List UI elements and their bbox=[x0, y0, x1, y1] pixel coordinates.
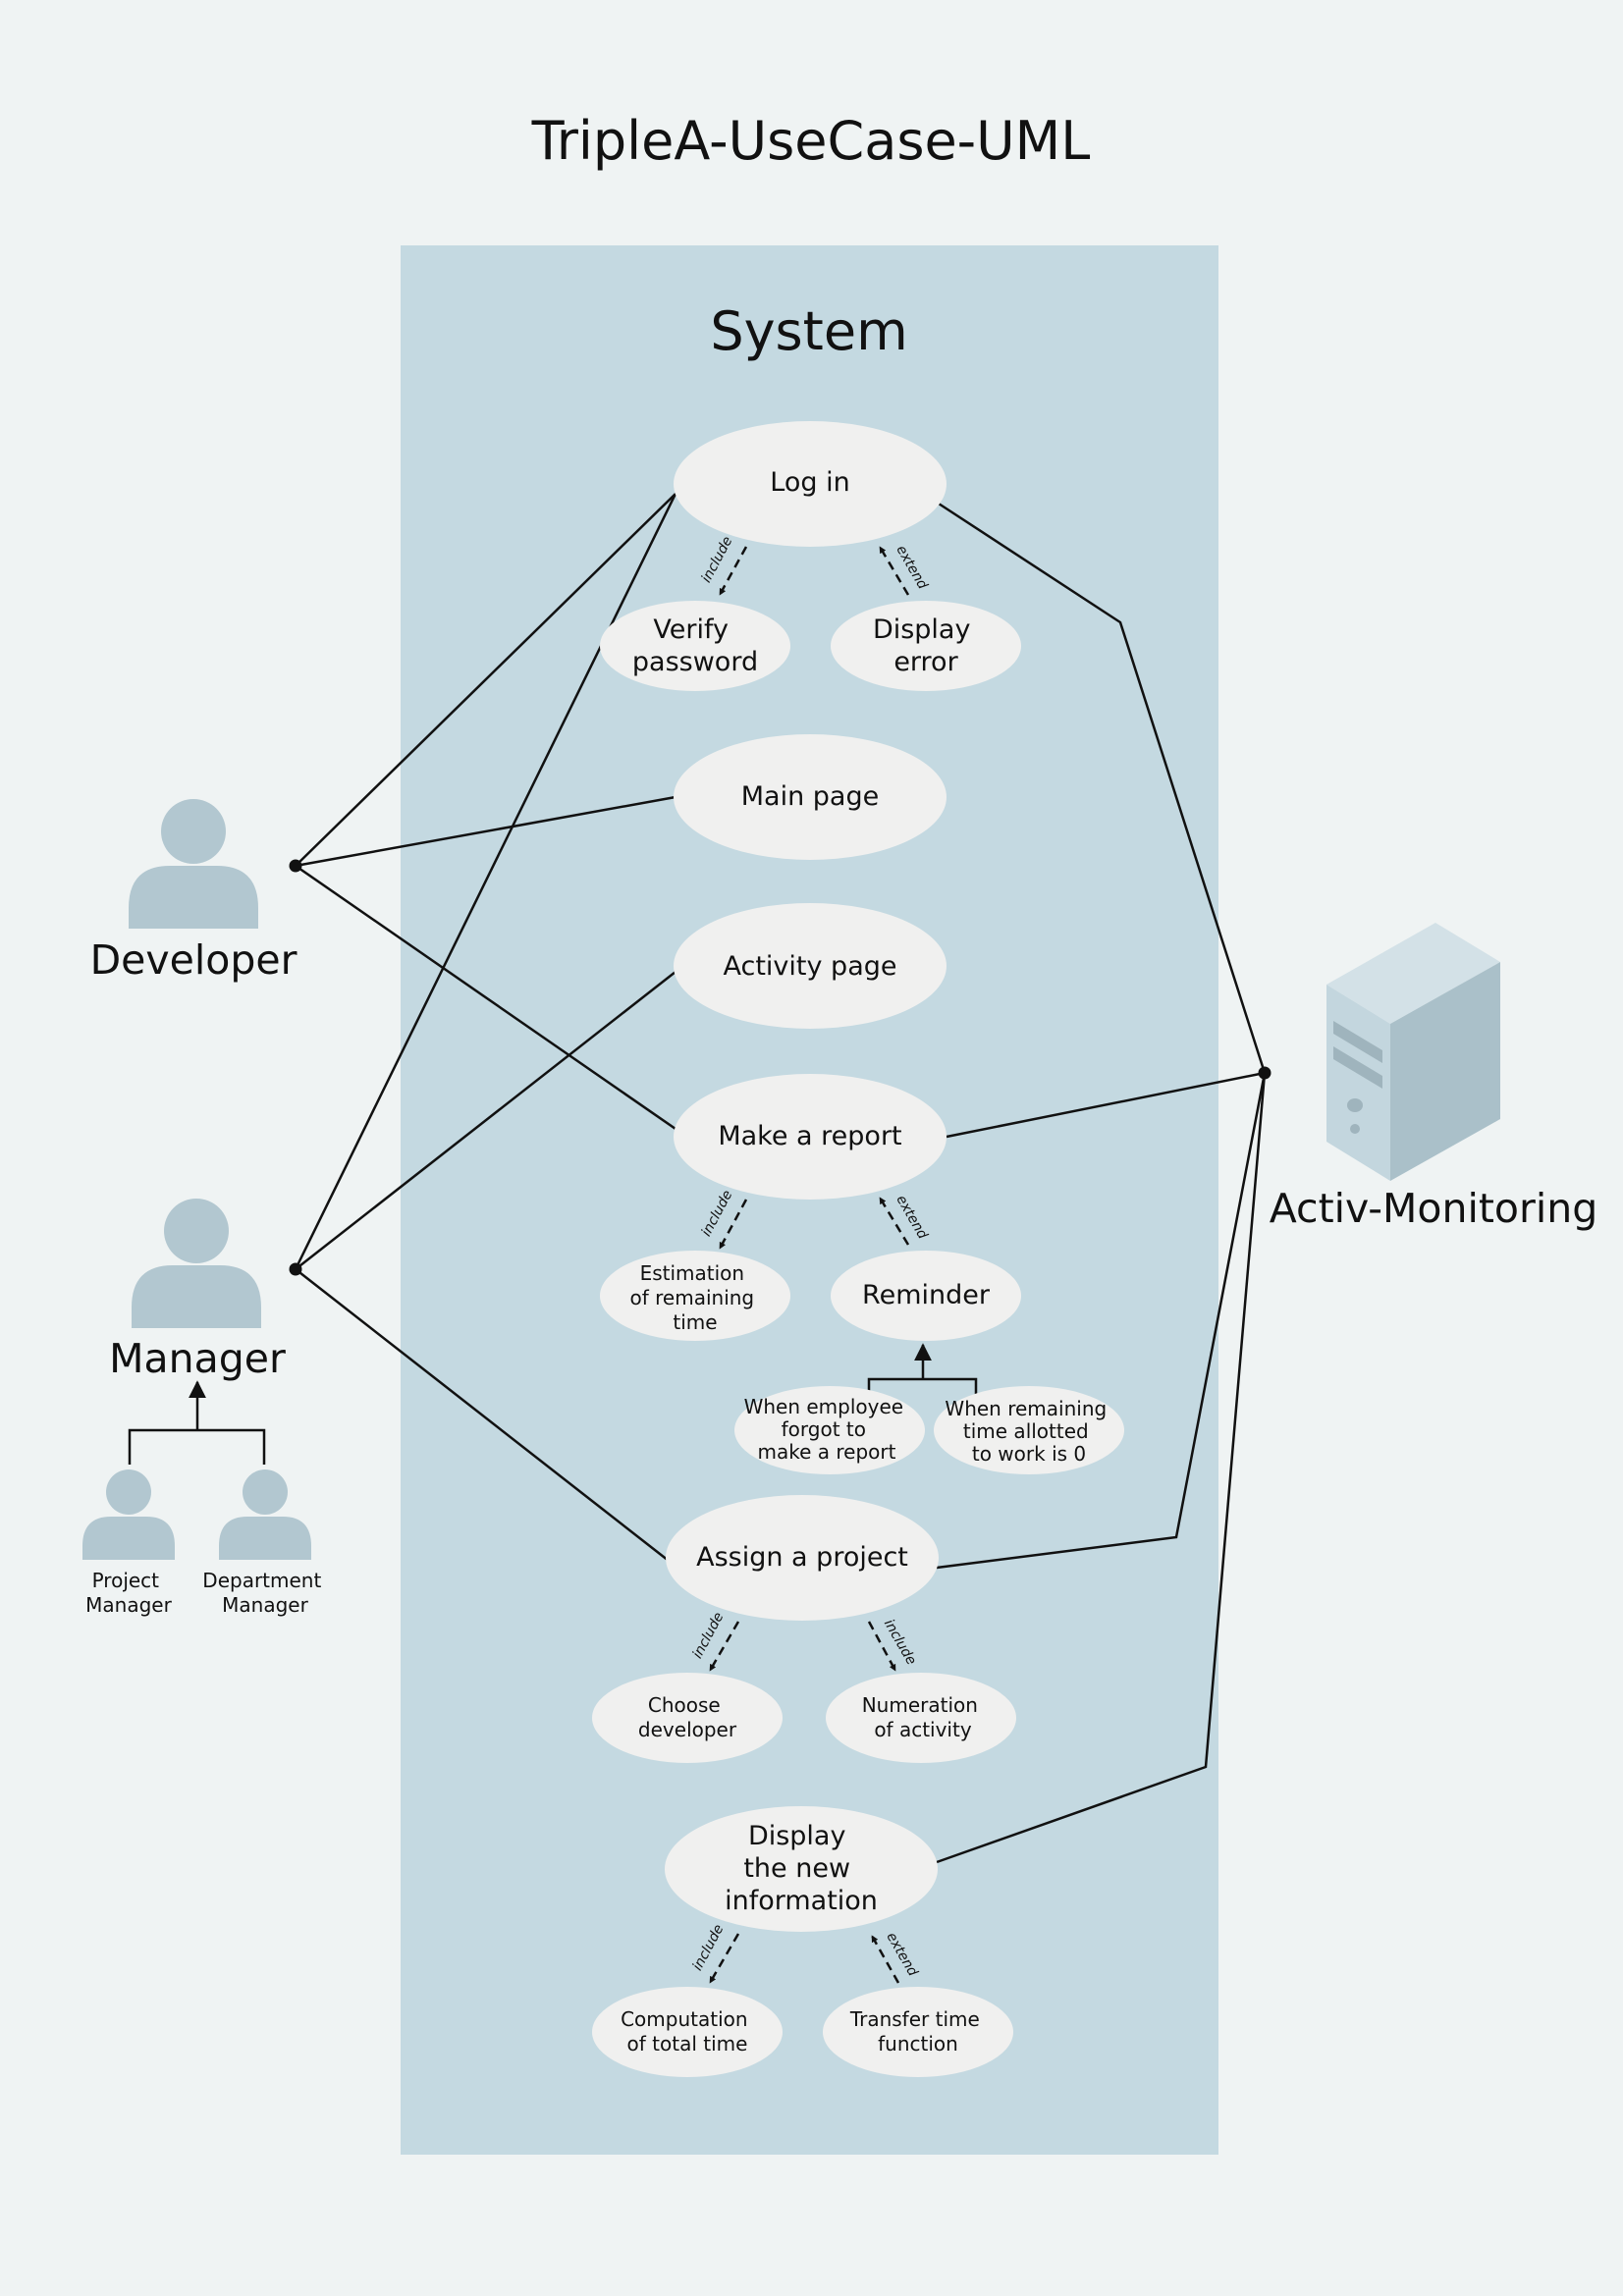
actor-label: Developer bbox=[90, 936, 298, 984]
association-line bbox=[936, 1072, 1267, 1864]
use-case-label: Main page bbox=[741, 781, 879, 812]
include-arrow bbox=[867, 1621, 897, 1672]
actor-developer[interactable]: Developer bbox=[90, 799, 298, 984]
association-line bbox=[295, 864, 676, 1131]
use-case-estimation[interactable]: Estimation of remaining time bbox=[600, 1251, 790, 1341]
person-icon bbox=[129, 799, 258, 929]
association-line bbox=[295, 971, 676, 1270]
actor-department-manager[interactable]: Department Manager bbox=[202, 1469, 327, 1617]
manager-generalization bbox=[128, 1380, 266, 1465]
association-line bbox=[295, 795, 676, 868]
use-case-reminder[interactable]: Reminder bbox=[831, 1251, 1021, 1341]
association-line bbox=[946, 1071, 1266, 1139]
extend-arrow bbox=[870, 1935, 900, 1984]
use-case-numeration-of-activity[interactable]: Numeration of activity bbox=[826, 1673, 1016, 1763]
include-arrow bbox=[708, 1621, 740, 1672]
use-case-remaining-time-zero[interactable]: When remaining time allotted to work is … bbox=[934, 1386, 1124, 1474]
include-arrow bbox=[708, 1933, 740, 1984]
reminder-generalization bbox=[867, 1343, 978, 1399]
use-case-assign-a-project[interactable]: Assign a project bbox=[666, 1495, 939, 1621]
include-arrow bbox=[718, 1199, 748, 1250]
use-case-label: Reminder bbox=[862, 1280, 991, 1310]
actor-label: Activ-Monitoring bbox=[1270, 1185, 1598, 1232]
use-case-log-in[interactable]: Log in bbox=[674, 421, 947, 547]
use-case-activity-page[interactable]: Activity page bbox=[674, 903, 947, 1029]
use-case-label: Display error bbox=[873, 614, 979, 677]
include-arrow bbox=[718, 546, 748, 596]
use-case-choose-developer[interactable]: Choose developer bbox=[592, 1673, 783, 1763]
person-icon bbox=[132, 1199, 261, 1328]
actor-activ-monitoring[interactable]: Activ-Monitoring bbox=[1270, 923, 1598, 1232]
extend-arrow bbox=[878, 546, 910, 596]
use-case-computation-of-total-time[interactable]: Computation of total time bbox=[592, 1987, 783, 2077]
use-case-display-error[interactable]: Display error bbox=[831, 601, 1021, 691]
junction-dot bbox=[289, 859, 302, 873]
actor-label: Manager bbox=[109, 1335, 286, 1382]
system-label: System bbox=[710, 300, 907, 362]
use-case-label: Computation of total time bbox=[621, 2007, 754, 2056]
extend-arrow bbox=[878, 1197, 910, 1246]
use-case-make-a-report[interactable]: Make a report bbox=[674, 1074, 947, 1200]
use-cases: Log in Verify password Display error Mai… bbox=[592, 421, 1124, 2077]
use-case-label: Verify password bbox=[632, 614, 758, 677]
server-icon bbox=[1326, 923, 1500, 1181]
association-line bbox=[295, 1268, 670, 1562]
actor-manager[interactable]: Manager bbox=[109, 1199, 286, 1382]
use-case-label: Choose developer bbox=[638, 1693, 737, 1741]
association-line bbox=[295, 493, 676, 867]
use-case-label: Estimation of remaining time bbox=[630, 1261, 761, 1334]
use-case-transfer-time-function[interactable]: Transfer time function bbox=[823, 1987, 1013, 2077]
use-case-label: Assign a project bbox=[696, 1542, 908, 1573]
person-icon bbox=[219, 1469, 311, 1560]
association-line bbox=[294, 493, 677, 1270]
use-case-label: Display the new information bbox=[725, 1821, 878, 1916]
use-case-label: When employee forgot to make a report bbox=[744, 1395, 910, 1464]
use-case-main-page[interactable]: Main page bbox=[674, 734, 947, 860]
junction-dot bbox=[289, 1262, 302, 1276]
actor-project-manager[interactable]: Project Manager bbox=[82, 1469, 175, 1617]
diagram-title: TripleA-UseCase-UML bbox=[531, 110, 1091, 172]
junction-dot bbox=[1258, 1066, 1271, 1080]
use-case-employee-forgot[interactable]: When employee forgot to make a report bbox=[734, 1386, 925, 1474]
person-icon bbox=[82, 1469, 175, 1560]
actor-label: Department Manager bbox=[202, 1569, 327, 1617]
use-case-label: Activity page bbox=[724, 951, 897, 982]
use-case-verify-password[interactable]: Verify password bbox=[600, 601, 790, 691]
actor-label: Project Manager bbox=[85, 1569, 172, 1617]
associations bbox=[289, 493, 1271, 1864]
use-case-label: Transfer time function bbox=[849, 2007, 986, 2056]
use-case-label: Log in bbox=[770, 467, 849, 498]
association-line bbox=[938, 502, 1267, 1074]
use-case-display-new-information[interactable]: Display the new information bbox=[665, 1806, 938, 1932]
use-case-label: Numeration of activity bbox=[862, 1693, 985, 1741]
use-case-label: Make a report bbox=[718, 1121, 901, 1151]
association-line bbox=[936, 1072, 1267, 1570]
use-case-label: When remaining time allotted to work is … bbox=[945, 1397, 1112, 1466]
